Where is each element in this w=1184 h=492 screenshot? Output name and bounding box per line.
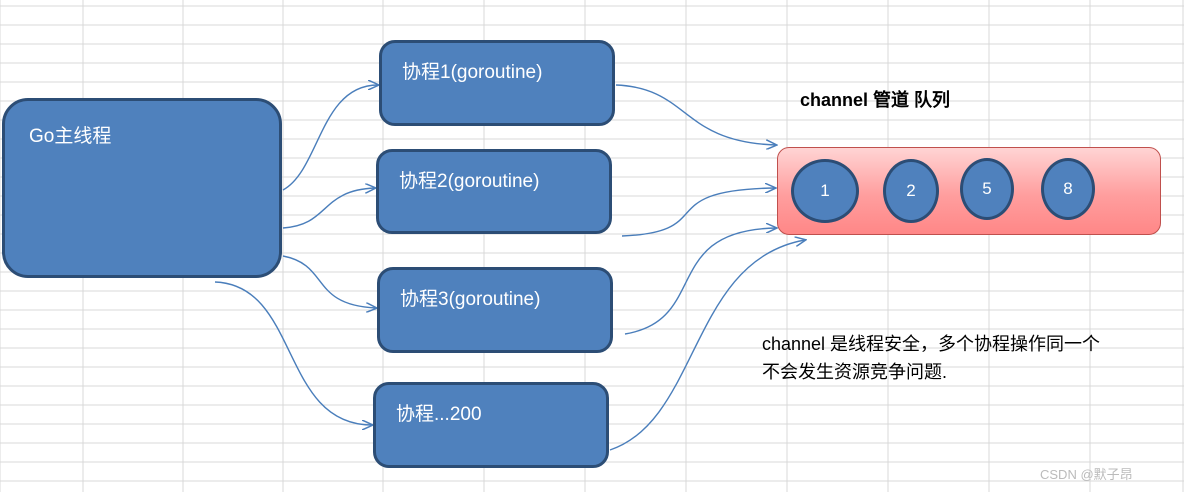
queue-item-2: 2 (883, 159, 939, 223)
queue-item-4: 8 (1041, 158, 1095, 220)
channel-queue: 1 2 5 8 (777, 147, 1161, 235)
channel-title: channel 管道 队列 (800, 90, 951, 110)
goroutine-label-200: 协程...200 (396, 404, 482, 425)
goroutine-label-2: 协程2(goroutine) (399, 171, 540, 192)
thread-safety-note: channel 是线程安全，多个协程操作同一个 不会发生资源竞争问题. (762, 330, 1184, 386)
note-line-2: 不会发生资源竞争问题. (762, 362, 947, 382)
main-thread-box: Go主线程 (2, 98, 282, 278)
goroutine-box-2: 协程2(goroutine) (376, 149, 612, 234)
queue-item-3: 5 (960, 158, 1014, 220)
main-thread-label: Go主线程 (29, 126, 112, 147)
goroutine-box-200: 协程...200 (373, 382, 609, 468)
csdn-watermark: CSDN @默子昂 (1040, 467, 1133, 482)
goroutine-box-1: 协程1(goroutine) (379, 40, 615, 126)
note-line-1: channel 是线程安全，多个协程操作同一个 (762, 334, 1101, 354)
goroutine-box-3: 协程3(goroutine) (377, 267, 613, 353)
goroutine-label-3: 协程3(goroutine) (400, 289, 541, 310)
queue-item-1: 1 (791, 159, 859, 223)
goroutine-label-1: 协程1(goroutine) (402, 62, 543, 83)
